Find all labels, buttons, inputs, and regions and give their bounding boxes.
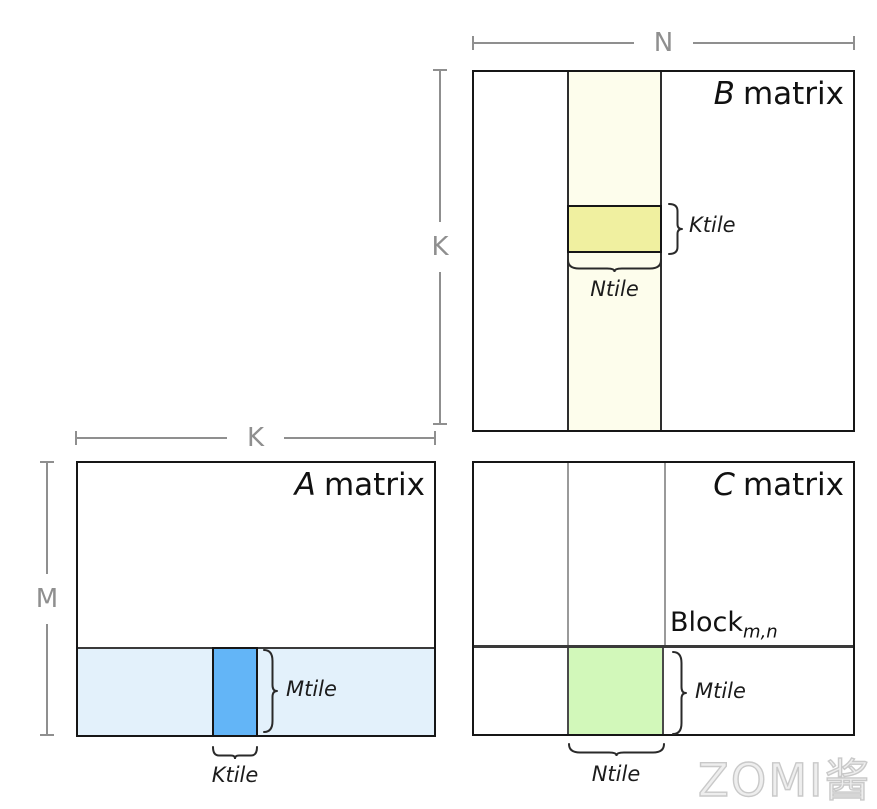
b-ntile-underbrace bbox=[567, 259, 662, 272]
dimension-line bbox=[46, 463, 48, 574]
a-matrix-letter: A bbox=[294, 467, 316, 503]
b-matrix-letter: B bbox=[713, 76, 735, 112]
dimension-m: M bbox=[36, 461, 58, 736]
dimension-k-vertical: K bbox=[431, 69, 449, 425]
dimension-tick bbox=[40, 461, 54, 463]
c-block-word: Block bbox=[670, 606, 744, 638]
c-stripe-line-right bbox=[664, 463, 666, 645]
dimension-tick bbox=[433, 423, 447, 425]
dimension-m-label: M bbox=[35, 583, 59, 614]
b-matrix-word: matrix bbox=[742, 76, 844, 112]
a-ktile-underbrace bbox=[212, 746, 258, 759]
dimension-line bbox=[284, 437, 434, 439]
c-block-label: Blockm,n bbox=[670, 607, 778, 642]
c-stripe-line-left bbox=[567, 463, 569, 645]
b-ktile-label: Ktile bbox=[689, 213, 736, 237]
c-matrix-letter: C bbox=[713, 467, 735, 503]
dimension-k-horizontal: K bbox=[75, 425, 436, 451]
c-ntile-mtile-tile bbox=[567, 647, 664, 734]
dimension-line bbox=[693, 42, 854, 44]
dimension-line bbox=[77, 437, 227, 439]
dimension-n-label: N bbox=[653, 28, 674, 58]
dimension-tick bbox=[40, 734, 54, 736]
c-ntile-label: Ntile bbox=[591, 762, 641, 786]
zomi-watermark: ZOMI酱 bbox=[697, 753, 872, 807]
dimension-line bbox=[46, 623, 48, 734]
a-mtile-label: Mtile bbox=[286, 677, 337, 701]
dimension-line bbox=[474, 42, 634, 44]
c-mtile-label: Mtile bbox=[695, 679, 746, 703]
b-ktile-tile bbox=[567, 205, 662, 253]
b-ntile-label: Ntile bbox=[590, 277, 639, 301]
a-mtile-brace bbox=[263, 649, 278, 733]
c-mtile-brace bbox=[672, 651, 687, 735]
b-ktile-brace bbox=[668, 203, 683, 255]
c-ntile-underbrace bbox=[568, 743, 665, 756]
c-block-divider-line bbox=[474, 645, 853, 648]
dimension-n: N bbox=[472, 30, 856, 56]
c-matrix-word: matrix bbox=[742, 467, 844, 503]
a-ktile-label: Ktile bbox=[211, 763, 259, 787]
c-block-subscript: m,n bbox=[743, 621, 778, 642]
dimension-tick bbox=[75, 431, 77, 445]
dimension-line bbox=[439, 71, 441, 222]
dimension-k-vertical-label: K bbox=[431, 232, 449, 262]
a-matrix-word: matrix bbox=[323, 467, 425, 503]
a-ktile-tile bbox=[212, 647, 258, 735]
dimension-tick bbox=[434, 431, 436, 445]
dimension-tick bbox=[853, 36, 856, 50]
dimension-k-horizontal-label: K bbox=[246, 423, 265, 453]
dimension-tick bbox=[472, 36, 474, 50]
dimension-line bbox=[439, 272, 441, 423]
dimension-tick bbox=[433, 69, 447, 71]
